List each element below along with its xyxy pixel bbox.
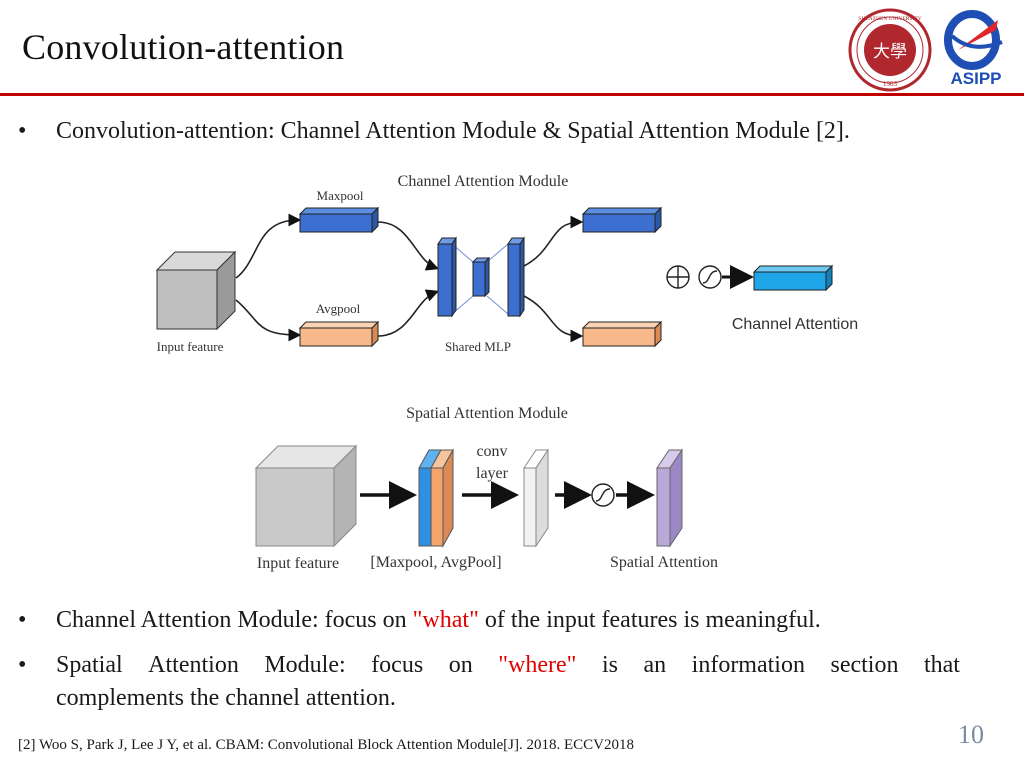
reference-footnote: [2] Woo S, Park J, Lee J Y, et al. CBAM:… xyxy=(18,737,634,753)
asipp-logo: ASIPP xyxy=(944,10,1003,88)
spatial-attention-module: Spatial Attention Module Input feature [… xyxy=(254,405,718,572)
channel-text-suffix: of the input features is meaningful. xyxy=(478,607,821,633)
spatial-attention-map xyxy=(656,448,683,548)
spatial-word: Spatial xyxy=(56,652,123,678)
title-divider xyxy=(0,93,1024,96)
channel-attention-module: Channel Attention Module Input feature M… xyxy=(155,173,858,354)
spatial-word: an xyxy=(643,652,667,678)
spatial-module-title: Spatial Attention Module xyxy=(406,405,568,422)
avgpool-label: Avgpool xyxy=(316,301,361,316)
pooled-feature-maps xyxy=(418,448,454,548)
spatial-sigmoid-icon xyxy=(591,483,615,507)
shared-mlp-label: Shared MLP xyxy=(445,339,511,354)
slide-title: Convolution-attention xyxy=(22,27,345,67)
spatial-word: Module: xyxy=(264,652,346,678)
shared-mlp xyxy=(437,236,525,318)
bullet-marker: • xyxy=(18,607,27,633)
channel-attention-label: Channel Attention xyxy=(732,316,858,333)
spatial-text-line2: complements the channel attention. xyxy=(56,685,396,711)
spatial-input-cube xyxy=(254,444,358,548)
channel-module-title: Channel Attention Module xyxy=(398,173,569,190)
conv-layer-label-line1: conv xyxy=(476,443,507,460)
page-number: 10 xyxy=(958,720,984,749)
seal-year: 1983 xyxy=(883,80,898,88)
mlp-output-bar-top xyxy=(581,206,663,234)
spatial-input-label: Input feature xyxy=(257,555,339,572)
pool-concat-label: [Maxpool, AvgPool] xyxy=(370,554,501,571)
channel-input-cube xyxy=(155,250,237,331)
channel-input-label: Input feature xyxy=(157,339,224,354)
spatial-word: that xyxy=(923,652,960,678)
spatial-word: is xyxy=(601,652,618,678)
bullet-channel-text: Channel Attention Module: focus on "what… xyxy=(56,607,821,634)
channel-text-highlight: "what" xyxy=(412,607,479,633)
spatial-attention-label: Spatial Attention xyxy=(610,554,718,571)
shenzhen-university-seal-logo: 大學 1983 SHENZHEN UNIVERSITY xyxy=(848,8,932,92)
spatial-word: focus xyxy=(371,652,424,678)
conv-layer-label-line2: layer xyxy=(476,465,509,482)
seal-center-text: 大學 xyxy=(873,42,907,61)
mlp-output-bar-bottom xyxy=(581,320,663,348)
seal-ring-text: SHENZHEN UNIVERSITY xyxy=(858,16,921,22)
asipp-label: ASIPP xyxy=(950,69,1001,88)
bullet-marker: • xyxy=(18,118,27,144)
bullet-intro-text: Convolution-attention: Channel Attention… xyxy=(56,118,850,144)
spatial-word: Attention xyxy=(148,652,239,678)
bullet-marker: • xyxy=(18,652,27,678)
maxpool-label: Maxpool xyxy=(317,188,364,203)
elementwise-sum-icon xyxy=(666,265,690,289)
channel-attention-output-bar xyxy=(752,264,834,292)
avgpool-bar xyxy=(298,320,380,348)
maxpool-bar xyxy=(298,206,380,234)
conv-output-map xyxy=(523,448,549,548)
spatial-word: "where" xyxy=(498,652,577,678)
spatial-word: section xyxy=(830,652,899,678)
spatial-word: on xyxy=(448,652,473,678)
spatial-word: information xyxy=(691,652,805,678)
sigmoid-icon xyxy=(698,265,722,289)
channel-text-prefix: Channel Attention Module: focus on xyxy=(56,607,413,633)
